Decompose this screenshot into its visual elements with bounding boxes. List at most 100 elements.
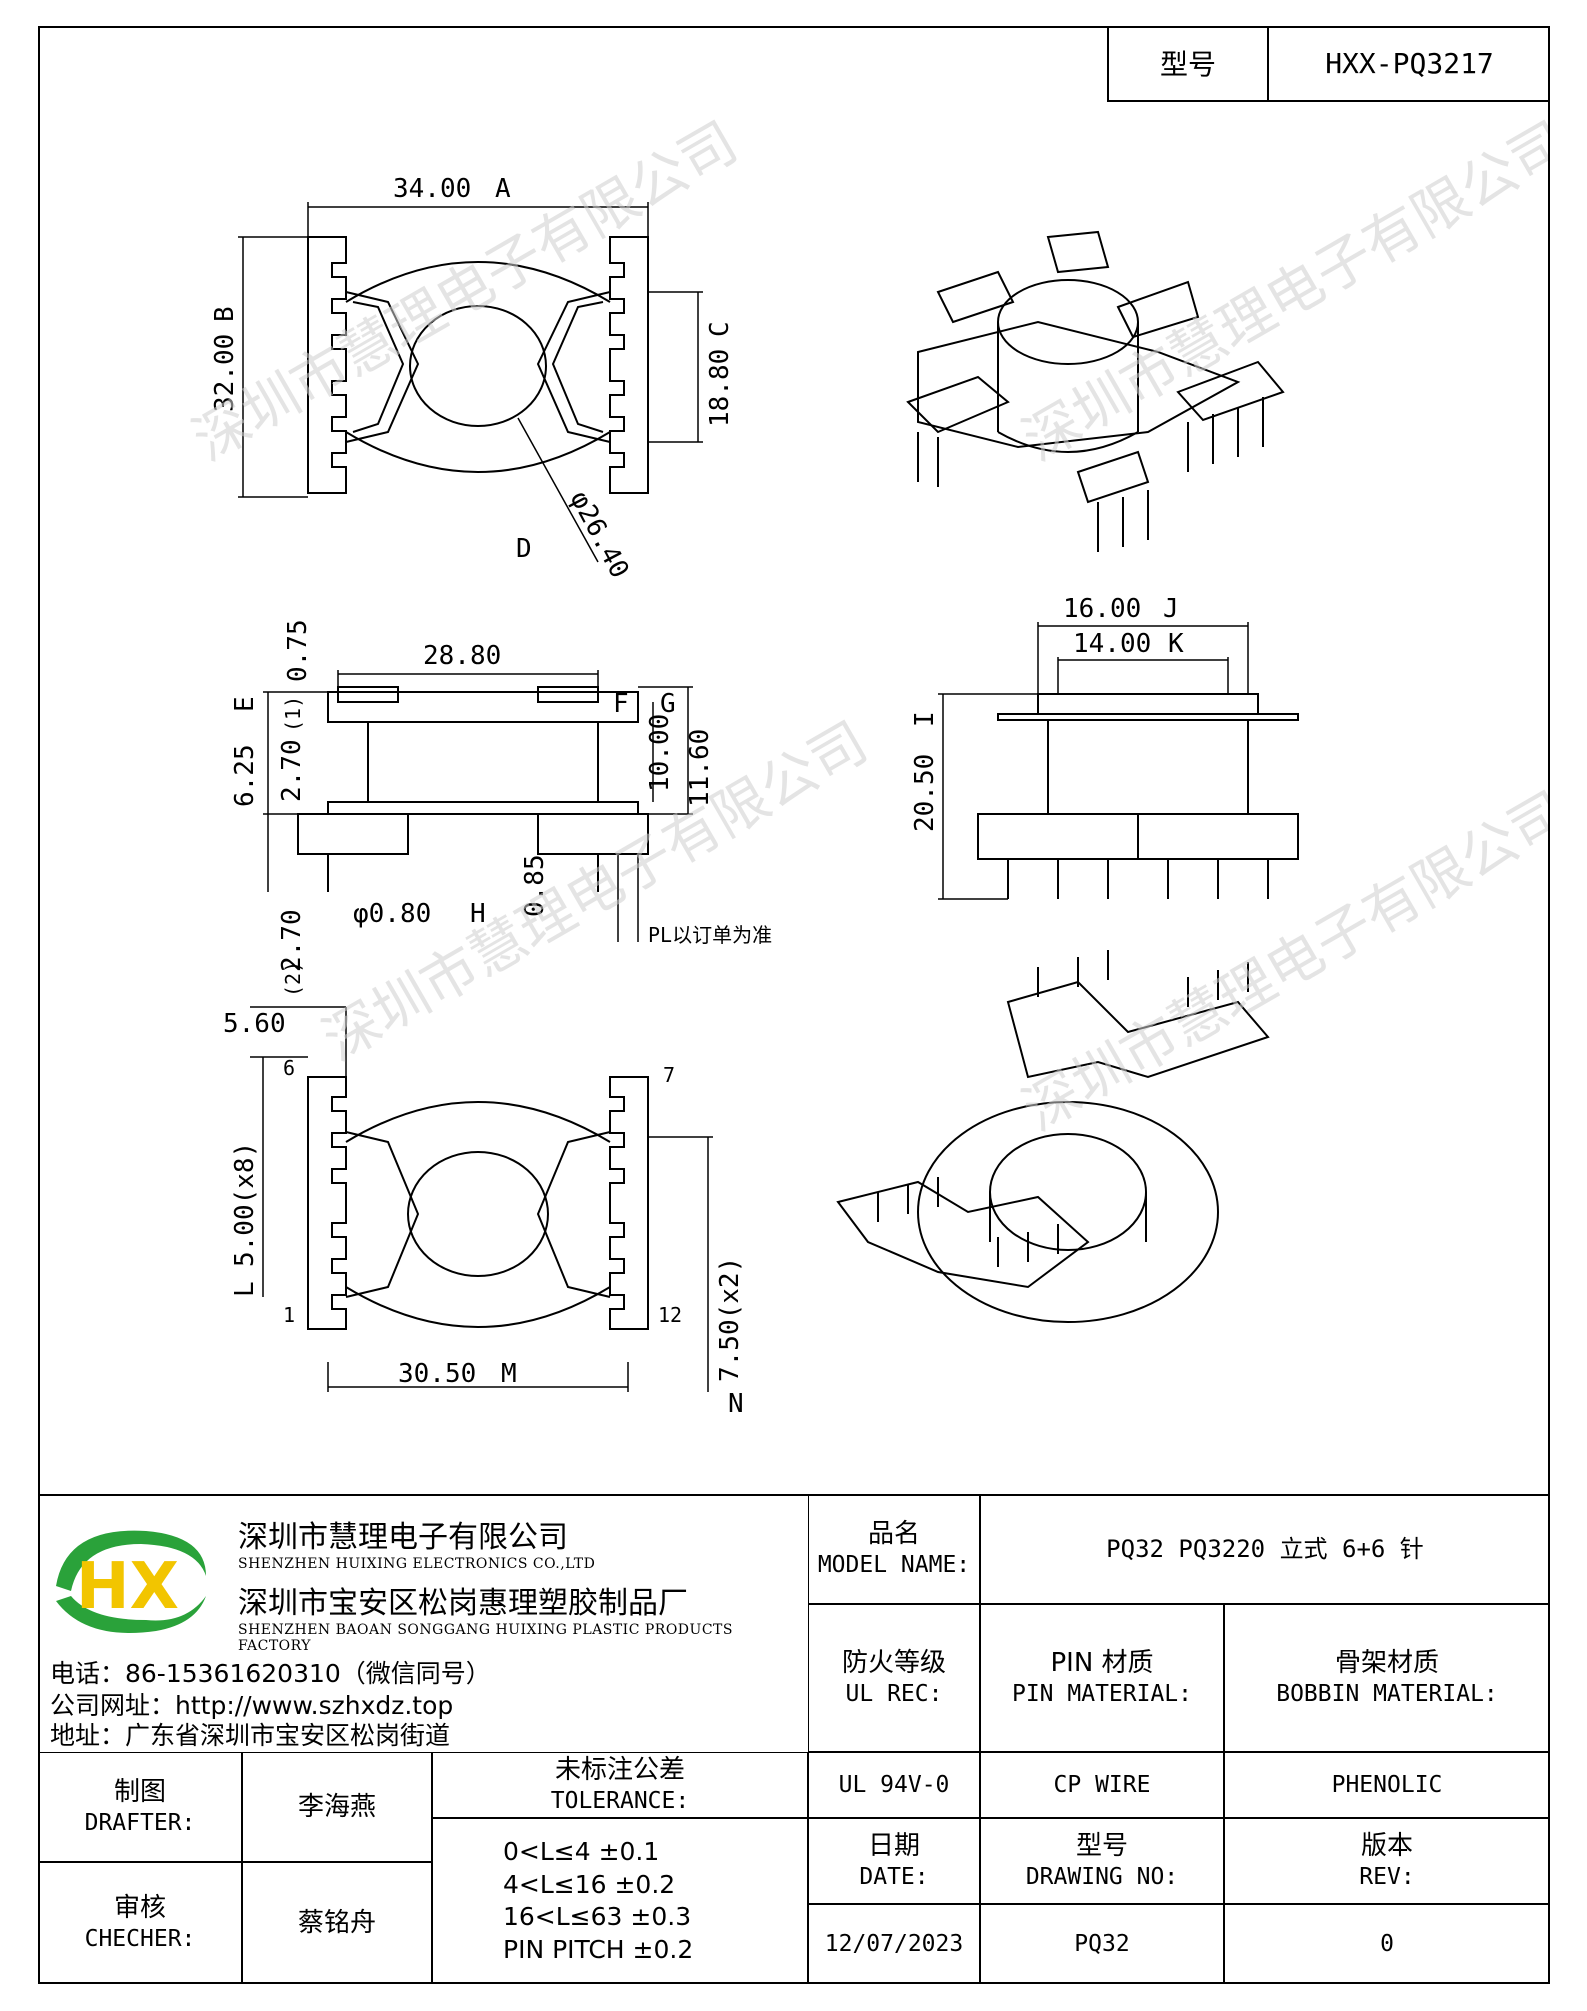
dim-270-top: 2.70 bbox=[277, 739, 307, 802]
technical-drawing: 34.00 A 32.00 B 18.80 C φ26.40 D 6.25 E … bbox=[183, 110, 1549, 1419]
ul-value: UL 94V-0 bbox=[808, 1752, 980, 1818]
company-website: 公司网址：http://www.szhxdz.top bbox=[50, 1691, 454, 1720]
model-name-label: 品名 MODEL NAME: bbox=[808, 1494, 980, 1604]
dim-270-bot: 2.70 bbox=[277, 909, 307, 972]
dim-560: 5.60 bbox=[223, 1009, 286, 1039]
drafter-cn: 制图 bbox=[113, 1777, 166, 1808]
bobbin-mat-en: BOBBIN MATERIAL: bbox=[1276, 1680, 1498, 1707]
dim-2880: 28.80 bbox=[423, 641, 501, 671]
tolerance-cn: 未标注公差 bbox=[554, 1755, 685, 1786]
dim-1000: 10.00 bbox=[645, 714, 675, 792]
ul-rec-label: 防火等级 UL REC: bbox=[808, 1604, 980, 1752]
dim-a-tag: A bbox=[495, 174, 511, 204]
dim-f-tag: F bbox=[613, 689, 629, 719]
drafter-label: 制图 DRAFTER: bbox=[38, 1752, 242, 1862]
dim-b-tag: B bbox=[210, 306, 240, 322]
company-phone: 电话：86-15361620310（微信同号） bbox=[50, 1659, 491, 1688]
date-label: 日期 DATE: bbox=[808, 1818, 980, 1904]
company-logo: HX bbox=[56, 1530, 206, 1633]
rev-cn: 版本 bbox=[1360, 1831, 1413, 1862]
dim-e: 6.25 bbox=[230, 744, 260, 807]
dim-j-tag: J bbox=[1163, 594, 1179, 624]
tolerance-line: 16<L≤63 ±0.3 bbox=[503, 1902, 692, 1931]
dim-n-tag: N bbox=[728, 1389, 744, 1419]
model-name-value: PQ32 PQ3220 立式 6+6 针 bbox=[980, 1494, 1550, 1604]
dim-d: φ26.40 bbox=[564, 486, 635, 583]
factory-name-en: SHENZHEN BAOAN SONGGANG HUIXING PLASTIC … bbox=[238, 1622, 733, 1654]
rev-value: 0 bbox=[1224, 1904, 1550, 1984]
ul-cn: 防火等级 bbox=[841, 1648, 946, 1679]
drafter-en: DRAFTER: bbox=[84, 1809, 196, 1836]
dimension-labels: 34.00 A 32.00 B 18.80 C φ26.40 D 6.25 E … bbox=[210, 174, 1184, 1419]
dim-1160: 11.60 bbox=[685, 729, 715, 807]
date-en: DATE: bbox=[859, 1863, 929, 1890]
bobbin-material-label: 骨架材质 BOBBIN MATERIAL: bbox=[1224, 1604, 1550, 1752]
pin-mat-cn: PIN 材质 bbox=[1050, 1648, 1154, 1679]
logo-text: HX bbox=[76, 1550, 179, 1624]
pin-material-label: PIN 材质 PIN MATERIAL: bbox=[980, 1604, 1224, 1752]
dim-h-tag: H bbox=[470, 899, 486, 929]
bobbin-mat-cn: 骨架材质 bbox=[1334, 1648, 1439, 1679]
dim-g-tag: G bbox=[660, 689, 676, 719]
dim-085: 0.85 bbox=[520, 854, 550, 917]
dim-a: 34.00 bbox=[393, 174, 471, 204]
checker-cn: 审核 bbox=[113, 1893, 166, 1924]
tolerance-label: 未标注公差 TOLERANCE: bbox=[432, 1752, 808, 1818]
tolerance-line: PIN PITCH ±0.2 bbox=[503, 1934, 694, 1964]
rev-en: REV: bbox=[1359, 1863, 1415, 1890]
pin-12-label: 12 bbox=[658, 1303, 682, 1327]
dim-l: 5.00(x8) bbox=[230, 1142, 260, 1267]
watermark-3: 深圳市慧理电子有限公司 bbox=[313, 710, 879, 1074]
checker-en: CHECHER: bbox=[84, 1925, 196, 1952]
ul-value-text: UL 94V-0 bbox=[838, 1771, 950, 1798]
model-number-box: 型号 HXX-PQ3217 bbox=[1107, 26, 1550, 102]
dim-k: 14.00 bbox=[1073, 629, 1151, 659]
pin-6-label: 6 bbox=[283, 1056, 295, 1080]
watermark-4: 深圳市慧理电子有限公司 bbox=[1013, 780, 1549, 1144]
pin-length-note: PL以订单为准 bbox=[648, 923, 772, 947]
isometric-view-bottom bbox=[836, 950, 1270, 1323]
pin-1-label: 1 bbox=[283, 1303, 295, 1327]
drawing-no-label: 型号 DRAWING NO: bbox=[980, 1818, 1224, 1904]
company-info: HX 深圳市慧理电子有限公司 SHENZHEN HUIXING ELECTRON… bbox=[38, 1494, 808, 1754]
top-view bbox=[238, 202, 703, 563]
pin-mat-en: PIN MATERIAL: bbox=[1011, 1680, 1192, 1707]
dim-k-tag: K bbox=[1168, 629, 1184, 659]
dim-270-bot-note: (2) bbox=[281, 961, 305, 997]
dim-b: 32.00 bbox=[210, 334, 240, 412]
drawing-no-cn: 型号 bbox=[1075, 1831, 1128, 1862]
pin-value-text: CP WIRE bbox=[1053, 1771, 1151, 1798]
checker-name-text: 蔡铭舟 bbox=[297, 1907, 376, 1938]
pin-7-label: 7 bbox=[663, 1063, 675, 1087]
tolerance-en: TOLERANCE: bbox=[550, 1787, 690, 1814]
dim-h: φ0.80 bbox=[353, 899, 431, 929]
drawing-no-value: PQ32 bbox=[980, 1904, 1224, 1984]
bobbin-value-text: PHENOLIC bbox=[1331, 1771, 1443, 1798]
tolerance-values: 0<L≤4 ±0.1 4<L≤16 ±0.2 16<L≤63 ±0.3 PIN … bbox=[432, 1818, 808, 1984]
company-name-cn: 深圳市慧理电子有限公司 bbox=[238, 1520, 568, 1555]
dim-l-tag: L bbox=[230, 1281, 260, 1297]
tolerance-line: 4<L≤16 ±0.2 bbox=[503, 1869, 676, 1899]
rev-label: 版本 REV: bbox=[1224, 1818, 1550, 1904]
company-name-en: SHENZHEN HUIXING ELECTRONICS CO.,LTD bbox=[238, 1556, 596, 1572]
dim-d-tag: D bbox=[516, 534, 532, 564]
front-view bbox=[938, 622, 1299, 900]
dim-i: 20.50 bbox=[910, 754, 940, 832]
bobbin-material-value: PHENOLIC bbox=[1224, 1752, 1550, 1818]
model-name-en: MODEL NAME: bbox=[817, 1551, 971, 1578]
ul-en: UL REC: bbox=[845, 1680, 943, 1707]
model-label: 型号 bbox=[1109, 26, 1269, 100]
dim-e-tag: E bbox=[230, 696, 260, 712]
dim-m: 30.50 bbox=[398, 1359, 476, 1389]
isometric-view-top bbox=[906, 230, 1285, 552]
date-value: 12/07/2023 bbox=[808, 1904, 980, 1984]
side-view bbox=[263, 670, 693, 942]
company-address: 地址：广东省深圳市宝安区松岗街道 bbox=[50, 1721, 451, 1750]
dim-j: 16.00 bbox=[1063, 594, 1141, 624]
pin-view bbox=[250, 1006, 713, 1392]
pin-material-value: CP WIRE bbox=[980, 1752, 1224, 1818]
dim-i-tag: I bbox=[910, 711, 940, 727]
dim-n: 7.50(x2) bbox=[715, 1257, 745, 1382]
model-value: HXX-PQ3217 bbox=[1325, 46, 1494, 80]
checker-name: 蔡铭舟 bbox=[242, 1862, 432, 1984]
